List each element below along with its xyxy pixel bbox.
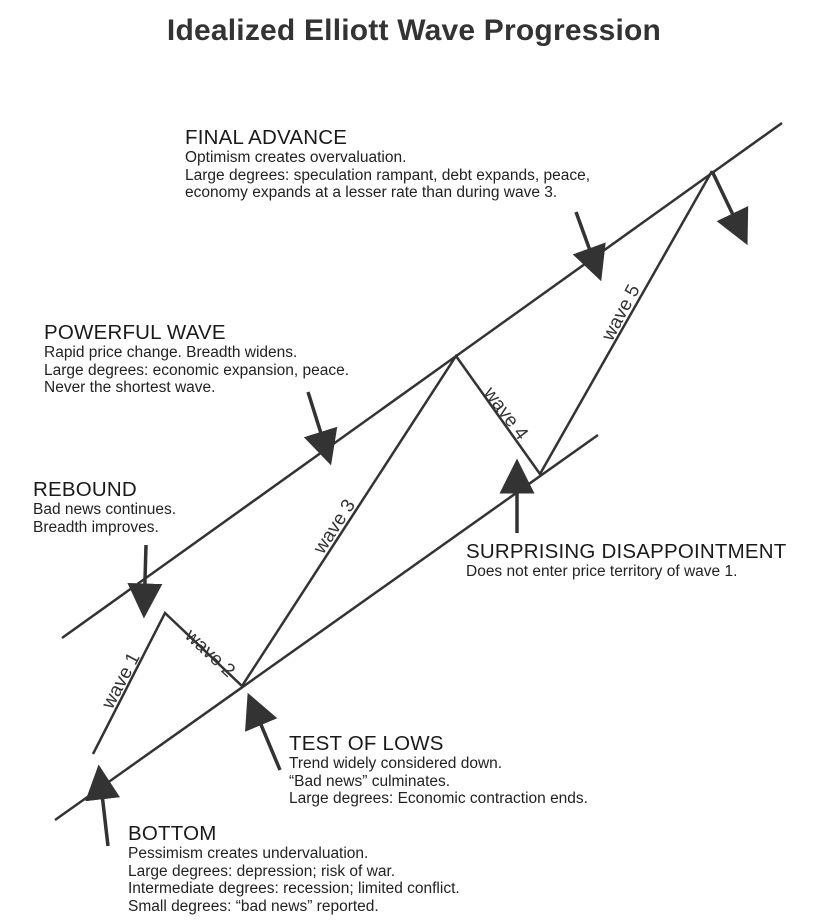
wave-2-label: wave 2 [180, 625, 239, 682]
bottom-arrow [85, 764, 120, 847]
test-of-lows-line: Trend widely considered down. [289, 755, 503, 772]
test-of-lows-line: Large degrees: Economic contraction ends… [289, 790, 588, 807]
bottom-line: Intermediate degrees: recession; limited… [128, 880, 460, 897]
test-of-lows-line: “Bad news” culminates. [289, 772, 451, 790]
test-of-lows-heading: TEST OF LOWS [289, 732, 444, 755]
rebound-line: Breadth improves. [33, 518, 159, 536]
bottom-line: Large degrees: depression; risk of war. [128, 862, 396, 880]
final-advance-line: Large degrees: speculation rampant, debt… [185, 166, 590, 184]
powerful-wave-line: Rapid price change. Breadth widens. [44, 344, 298, 361]
diagram-title: Idealized Elliott Wave Progression [166, 14, 662, 47]
rebound-note: REBOUND Bad news continues. Breadth impr… [33, 479, 176, 536]
rebound-heading: REBOUND [33, 478, 137, 501]
final-advance-arrow [572, 211, 606, 282]
bottom-heading: BOTTOM [128, 822, 217, 845]
final-advance-line: economy expands at a lesser rate than du… [185, 184, 558, 201]
powerful-wave-arrow [303, 391, 338, 466]
powerful-wave-heading: POWERFUL WAVE [44, 321, 226, 344]
bottom-line: Small degrees: “bad news” reported. [128, 897, 379, 915]
powerful-wave-line: Large degrees: economic expansion, peace… [44, 361, 350, 379]
bottom-line: Pessimism creates undervaluation. [128, 845, 369, 862]
final-advance-note: FINAL ADVANCE Optimism creates overvalua… [185, 127, 590, 202]
powerful-wave-note: POWERFUL WAVE Rapid price change. Breadt… [44, 322, 349, 397]
lower-trend-channel-line [54, 433, 599, 822]
wave-5-label: wave 5 [597, 281, 644, 345]
wave-path [91, 170, 714, 755]
final-advance-line: Optimism creates overvaluation. [185, 149, 407, 166]
test-of-lows-note: TEST OF LOWS Trend widely considered dow… [289, 733, 588, 808]
bottom-note: BOTTOM Pessimism creates undervaluation.… [128, 823, 460, 915]
rebound-arrow [127, 544, 163, 619]
decline-arrow [710, 170, 749, 246]
wave-3-label: wave 3 [309, 496, 360, 559]
wave-4-label: wave 4 [478, 383, 532, 445]
upper-trend-channel-line [61, 121, 783, 640]
test-of-lows-arrow [245, 692, 282, 771]
surprising-disappointment-note: SURPRISING DISAPPOINTMENT Does not enter… [466, 541, 787, 581]
surprising-disappointment-line: Does not enter price territory of wave 1… [466, 563, 738, 580]
powerful-wave-line: Never the shortest wave. [44, 379, 216, 396]
final-advance-heading: FINAL ADVANCE [185, 126, 348, 149]
rebound-line: Bad news continues. [33, 501, 177, 518]
surprising-disappointment-heading: SURPRISING DISAPPOINTMENT [466, 540, 787, 563]
wave-1-label: wave 1 [97, 649, 144, 713]
